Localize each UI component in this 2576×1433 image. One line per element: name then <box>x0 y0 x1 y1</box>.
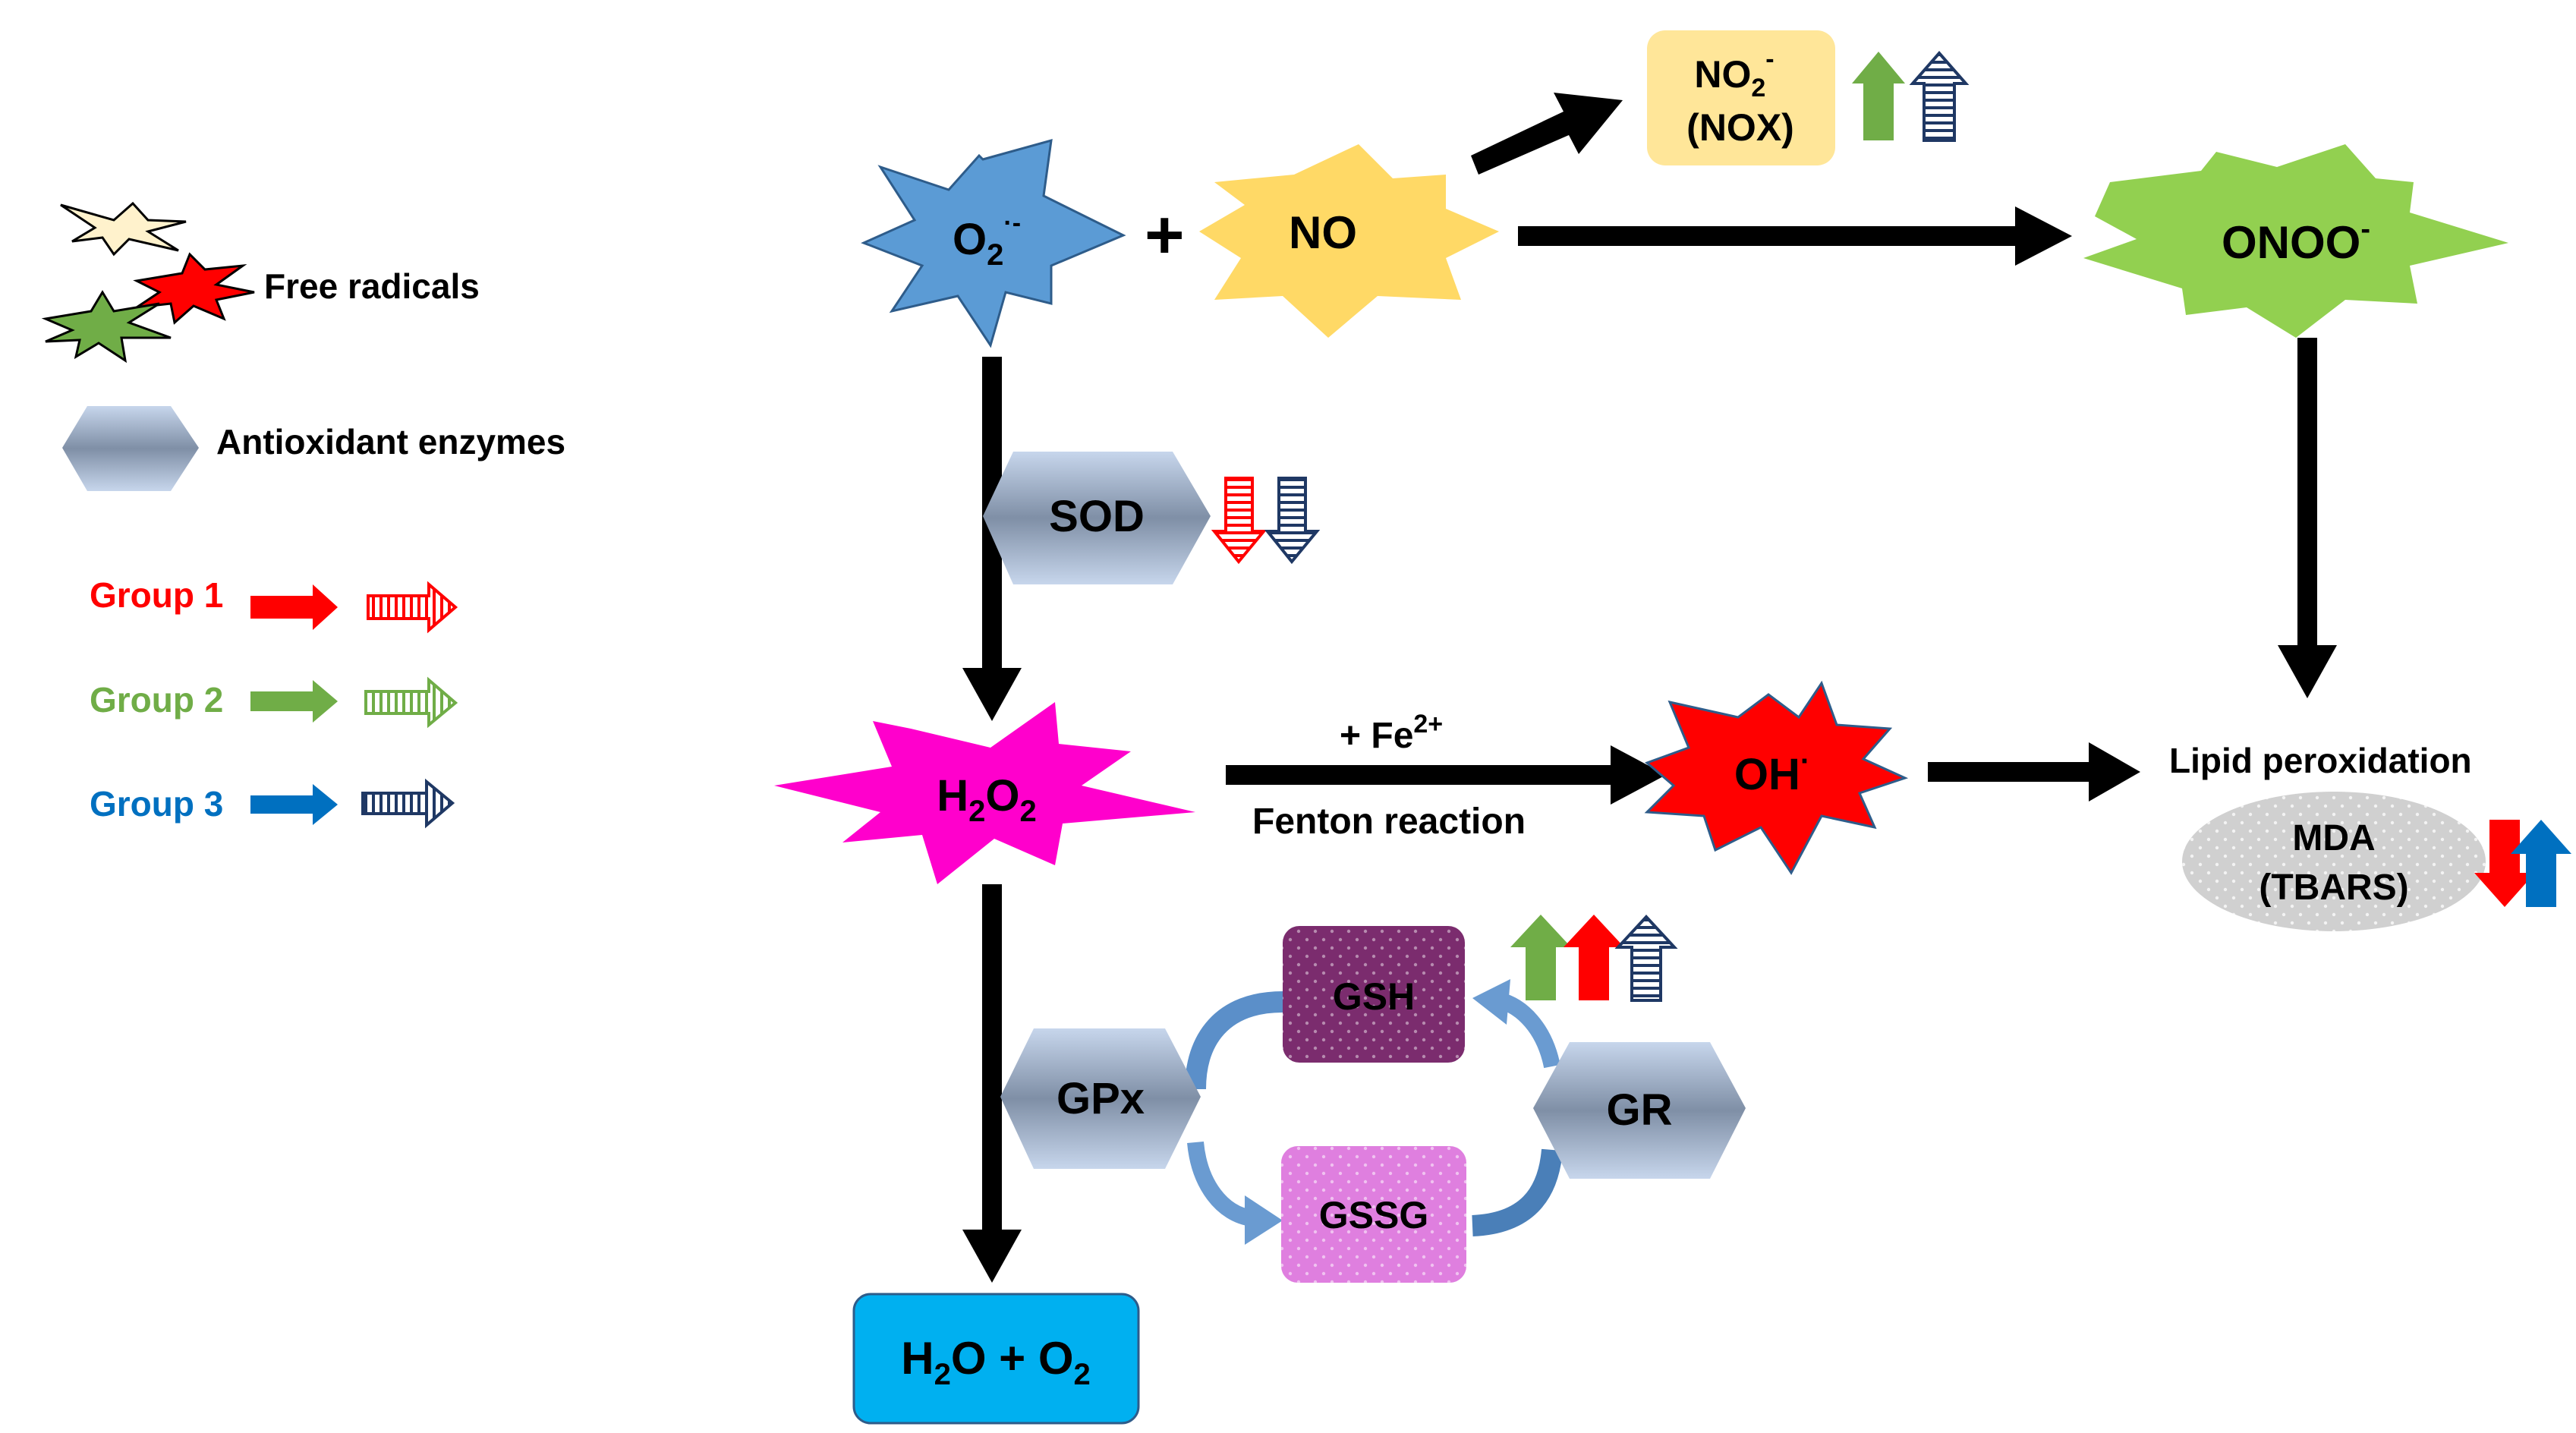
gr-label: GR <box>1607 1085 1673 1135</box>
legend-star-cream <box>60 201 187 257</box>
gpx-label: GPx <box>1057 1074 1145 1123</box>
legend-hexagon <box>62 406 199 491</box>
peroxynitrite-star <box>2083 144 2508 338</box>
legend-star-green <box>41 290 172 364</box>
superoxide-star <box>861 138 1126 348</box>
arrow-h2o2-to-water-head <box>962 1230 1022 1283</box>
pathway-arrows <box>962 93 2337 1283</box>
legend-group-2-solid-arrow <box>250 680 338 723</box>
hydroxyl-star <box>1644 680 1909 875</box>
peroxynitrite-label: ONOO- <box>2222 213 2370 268</box>
legend-group-1-label: Group 1 <box>90 575 223 615</box>
sod-label: SOD <box>1049 492 1145 541</box>
gsh-box-dots <box>1283 926 1465 1063</box>
arrow-hydroxyl-to-lipid-head <box>2089 742 2140 802</box>
arrow-h2o2-to-water-shaft <box>982 884 1002 1233</box>
nox-line1: NO2- <box>1694 45 1774 102</box>
mda-line2: (TBARS) <box>2259 868 2408 908</box>
lipid-peroxidation-label: Lipid peroxidation <box>2169 741 2472 780</box>
legend-group-1-solid-arrow <box>250 584 338 630</box>
fenton-reaction-label: Fenton reaction <box>1252 802 1526 842</box>
gsh-group-2-up-arrow <box>1510 915 1571 1000</box>
nox-group-2-up-arrow <box>1852 52 1905 140</box>
arrow-no-to-peroxynitrite-head <box>2015 206 2072 266</box>
nitric-oxide-star <box>1199 144 1499 338</box>
hydrogen-peroxide-label: H2O2 <box>937 771 1037 828</box>
cycle-arrow-gssg-to-gr <box>1472 1148 1563 1236</box>
mda-line1: MDA <box>2292 818 2375 858</box>
iron-label: + Fe2+ <box>1340 710 1443 756</box>
legend-group-3-label: Group 3 <box>90 784 223 824</box>
cycle-arrow-gsh-to-gpx <box>1185 991 1283 1090</box>
mda-group-3-up-arrow <box>2511 820 2571 907</box>
mda-group-1-down-arrow <box>2474 820 2535 907</box>
cycle-arrow-gr-to-gsh-head <box>1472 979 1510 1025</box>
gsh-label: GSH <box>1333 975 1415 1018</box>
gsh-group-3-up-arrow-striped <box>1614 915 1678 1002</box>
gssg-box-dots <box>1281 1146 1466 1283</box>
hydroxyl-node: OH· <box>1644 680 1909 875</box>
gpx-hexagon <box>1000 1028 1201 1169</box>
sod-group-3-down-arrow-striped <box>1264 477 1321 565</box>
sod-hexagon <box>983 452 1211 584</box>
arrow-h2o2-to-hydroxyl-head <box>1611 745 1666 805</box>
arrow-h2o2-to-hydroxyl-shaft <box>1226 765 1617 785</box>
gsh-group-1-up-arrow <box>1564 915 1624 1000</box>
arrow-hydroxyl-to-lipid-shaft <box>1928 762 2095 782</box>
legend-antioxidant-enzymes-label: Antioxidant enzymes <box>216 422 565 461</box>
water-oxygen-node: H2O + O2 <box>852 1293 1140 1425</box>
arrow-superoxide-to-h2o2-head <box>962 668 1022 721</box>
hydrogen-peroxide-star <box>774 702 1195 884</box>
legend: Free radicals Antioxidant enzymes Group … <box>41 201 565 829</box>
legend-group-1-striped-arrow <box>367 581 458 634</box>
arrow-peroxynitrite-to-lipid-head <box>2278 645 2337 698</box>
nitric-oxide-node: NO <box>1199 144 1499 338</box>
glutathione-cycle: GSH GSSG GPx GR <box>1000 926 1746 1283</box>
peroxynitrite-node: ONOO- <box>2083 144 2508 338</box>
nox-box <box>1647 30 1835 165</box>
legend-free-radicals-label: Free radicals <box>264 266 480 306</box>
mda-ellipse-dots <box>2182 792 2486 931</box>
nox-line2: (NOX) <box>1686 106 1794 149</box>
sod-enzyme: SOD <box>983 452 1211 584</box>
sod-group-1-down-arrow-striped <box>1211 477 1268 565</box>
legend-group-3-solid-arrow <box>250 784 338 825</box>
arrow-no-to-nox <box>1471 93 1623 175</box>
legend-group-2-striped-arrow <box>364 676 458 729</box>
hydrogen-peroxide-node: H2O2 <box>774 702 1195 884</box>
hydroxyl-label: OH· <box>1734 745 1810 799</box>
superoxide-node: O2·- <box>861 138 1126 348</box>
gssg-label: GSSG <box>1319 1194 1428 1236</box>
mda-node: MDA (TBARS) <box>2182 792 2486 931</box>
cycle-arrow-gpx-to-gssg <box>1187 1141 1254 1227</box>
arrow-peroxynitrite-to-lipid-shaft <box>2297 338 2317 649</box>
legend-group-2-label: Group 2 <box>90 680 223 720</box>
water-oxygen-label: H2O + O2 <box>901 1333 1091 1391</box>
arrow-no-to-peroxynitrite-shaft <box>1518 226 2023 246</box>
nox-group-3-up-arrow-striped <box>1909 50 1970 142</box>
gr-hexagon <box>1533 1042 1746 1179</box>
legend-star-red <box>133 252 255 325</box>
plus-sign: + <box>1145 197 1185 273</box>
legend-group-3-striped-arrow <box>361 778 455 829</box>
nitric-oxide-label: NO <box>1289 207 1357 258</box>
nox-node: NO2- (NOX) <box>1647 30 1835 165</box>
water-oxygen-box <box>852 1293 1140 1425</box>
cycle-arrow-gpx-to-gssg-head <box>1245 1195 1283 1245</box>
superoxide-label: O2·- <box>953 209 1021 272</box>
